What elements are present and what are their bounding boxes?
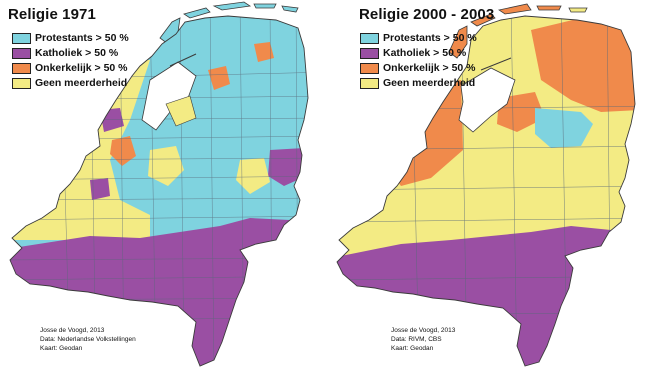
legend-swatch-katholiek	[360, 47, 379, 59]
legend-2000-2003: Protestants > 50 % Katholiek > 50 % Onke…	[360, 31, 477, 91]
legend-swatch-onkerkelijk	[12, 62, 31, 74]
credits-1971: Josse de Voogd, 2013 Data: Nederlandse V…	[40, 326, 136, 353]
island-schiermonnikoog	[281, 5, 299, 13]
legend-swatch-protestant	[12, 32, 31, 44]
island-ameland	[253, 3, 277, 9]
legend-item-protestant: Protestants > 50 %	[12, 31, 129, 45]
country-outline	[336, 15, 636, 367]
afsluitdijk	[480, 57, 512, 71]
legend-swatch-protestant	[360, 32, 379, 44]
region-onkerkelijk-groningen	[254, 42, 274, 62]
legend-label: Geen meerderheid	[35, 77, 128, 89]
credit-map: Kaart: Geodan	[391, 345, 434, 352]
island-texel	[448, 25, 468, 59]
island-ameland	[536, 5, 562, 11]
legend-item-protestant: Protestants > 50 %	[360, 31, 477, 45]
map-1971	[9, 1, 309, 367]
credits-2000-2003: Josse de Voogd, 2013 Data: RIVM, CBS Kaa…	[391, 326, 455, 353]
region-onkerkelijk-northeast	[531, 18, 635, 112]
credit-map: Kaart: Geodan	[40, 345, 83, 352]
map-panel-1971: Religie 1971 Protestants > 50 % Katholie…	[8, 1, 309, 367]
region-geen-east	[236, 158, 270, 194]
region-onkerkelijk-north	[208, 66, 230, 90]
country-outline	[9, 15, 309, 367]
legend-swatch-onkerkelijk	[360, 62, 379, 74]
credit-data: Data: RIVM, CBS	[391, 336, 442, 343]
region-katholiek-holland	[90, 178, 110, 200]
legend-item-geen: Geen meerderheid	[12, 76, 129, 90]
afsluitdijk	[169, 53, 197, 67]
polder	[165, 95, 197, 127]
island-vlieland	[183, 7, 211, 19]
legend-swatch-geen	[12, 77, 31, 89]
legend-item-onkerkelijk: Onkerkelijk > 50 %	[360, 61, 477, 75]
region-geen-center	[148, 146, 184, 186]
legend-label: Protestants > 50 %	[35, 32, 129, 44]
legend-item-katholiek: Katholiek > 50 %	[360, 46, 477, 60]
map-title-1971: Religie 1971	[8, 6, 96, 23]
credit-author: Josse de Voogd, 2013	[391, 327, 456, 334]
legend-label: Protestants > 50 %	[383, 32, 477, 44]
region-protestant-center	[535, 108, 593, 148]
legend-label: Geen meerderheid	[383, 77, 476, 89]
legend-label: Katholiek > 50 %	[35, 47, 119, 59]
legend-swatch-katholiek	[12, 47, 31, 59]
legend-item-geen: Geen meerderheid	[360, 76, 477, 90]
legend-item-katholiek: Katholiek > 50 %	[12, 46, 129, 60]
island-vlieland	[470, 13, 496, 27]
ijsselmeer	[458, 67, 516, 133]
credit-data: Data: Nederlandse Volkstellingen	[40, 336, 136, 343]
region-onkerkelijk-flevoland	[497, 92, 545, 132]
island-schiermonnikoog	[568, 7, 588, 13]
legend-1971: Protestants > 50 % Katholiek > 50 % Onke…	[12, 31, 129, 91]
map-2000-2003	[336, 3, 636, 367]
map-title-2000-2003: Religie 2000 - 2003	[359, 6, 495, 23]
island-terschelling	[212, 1, 252, 11]
legend-label: Katholiek > 50 %	[383, 47, 467, 59]
map-panel-2000-2003: Religie 2000 - 2003 Protestants > 50 % K…	[331, 0, 662, 371]
credit-author: Josse de Voogd, 2013	[40, 327, 105, 334]
island-terschelling	[497, 3, 532, 15]
legend-label: Onkerkelijk > 50 %	[383, 62, 476, 74]
legend-swatch-geen	[360, 77, 379, 89]
legend-item-onkerkelijk: Onkerkelijk > 50 %	[12, 61, 129, 75]
region-onkerkelijk-amsterdam	[110, 136, 136, 166]
legend-label: Onkerkelijk > 50 %	[35, 62, 128, 74]
